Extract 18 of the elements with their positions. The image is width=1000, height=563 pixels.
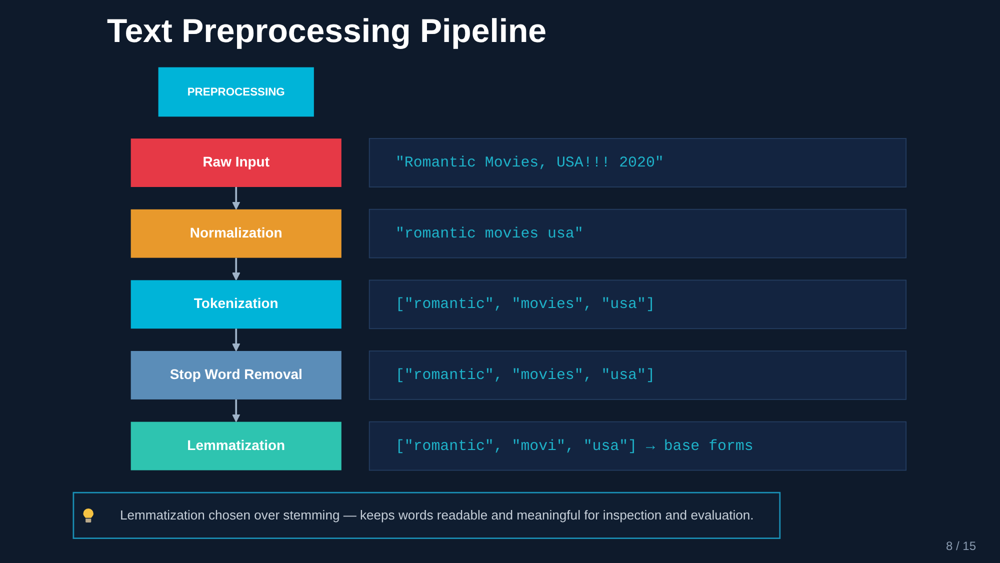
arrow: [232, 258, 240, 281]
arrow: [232, 399, 240, 422]
arrow: [232, 328, 240, 352]
node-box: Lemmatization chosen over stemming — keeps words readable and meaningful for inspection and evaluation.: [72, 492, 781, 539]
node-box: "Romantic Movies, USA!!! 2020": [368, 138, 907, 188]
node-box: ["romantic", "movies", "usa"]: [368, 350, 907, 400]
page-number: 8 / 15: [946, 539, 976, 553]
node-box: Lemmatization: [130, 422, 342, 470]
node-box: ["romantic", "movies", "usa"]: [368, 280, 907, 330]
node-box: Tokenization: [130, 280, 342, 329]
node-box: Raw Input: [130, 138, 342, 187]
arrow: [232, 187, 240, 210]
node-box: Normalization: [130, 209, 342, 258]
node-box: Stop Word Removal: [130, 350, 342, 400]
node-box: PREPROCESSING: [158, 67, 314, 117]
node-box: ["romantic", "movi", "usa"] → base forms: [368, 421, 907, 471]
slide-title: Text Preprocessing Pipeline: [107, 12, 547, 50]
node-box: "romantic movies usa": [368, 208, 907, 258]
